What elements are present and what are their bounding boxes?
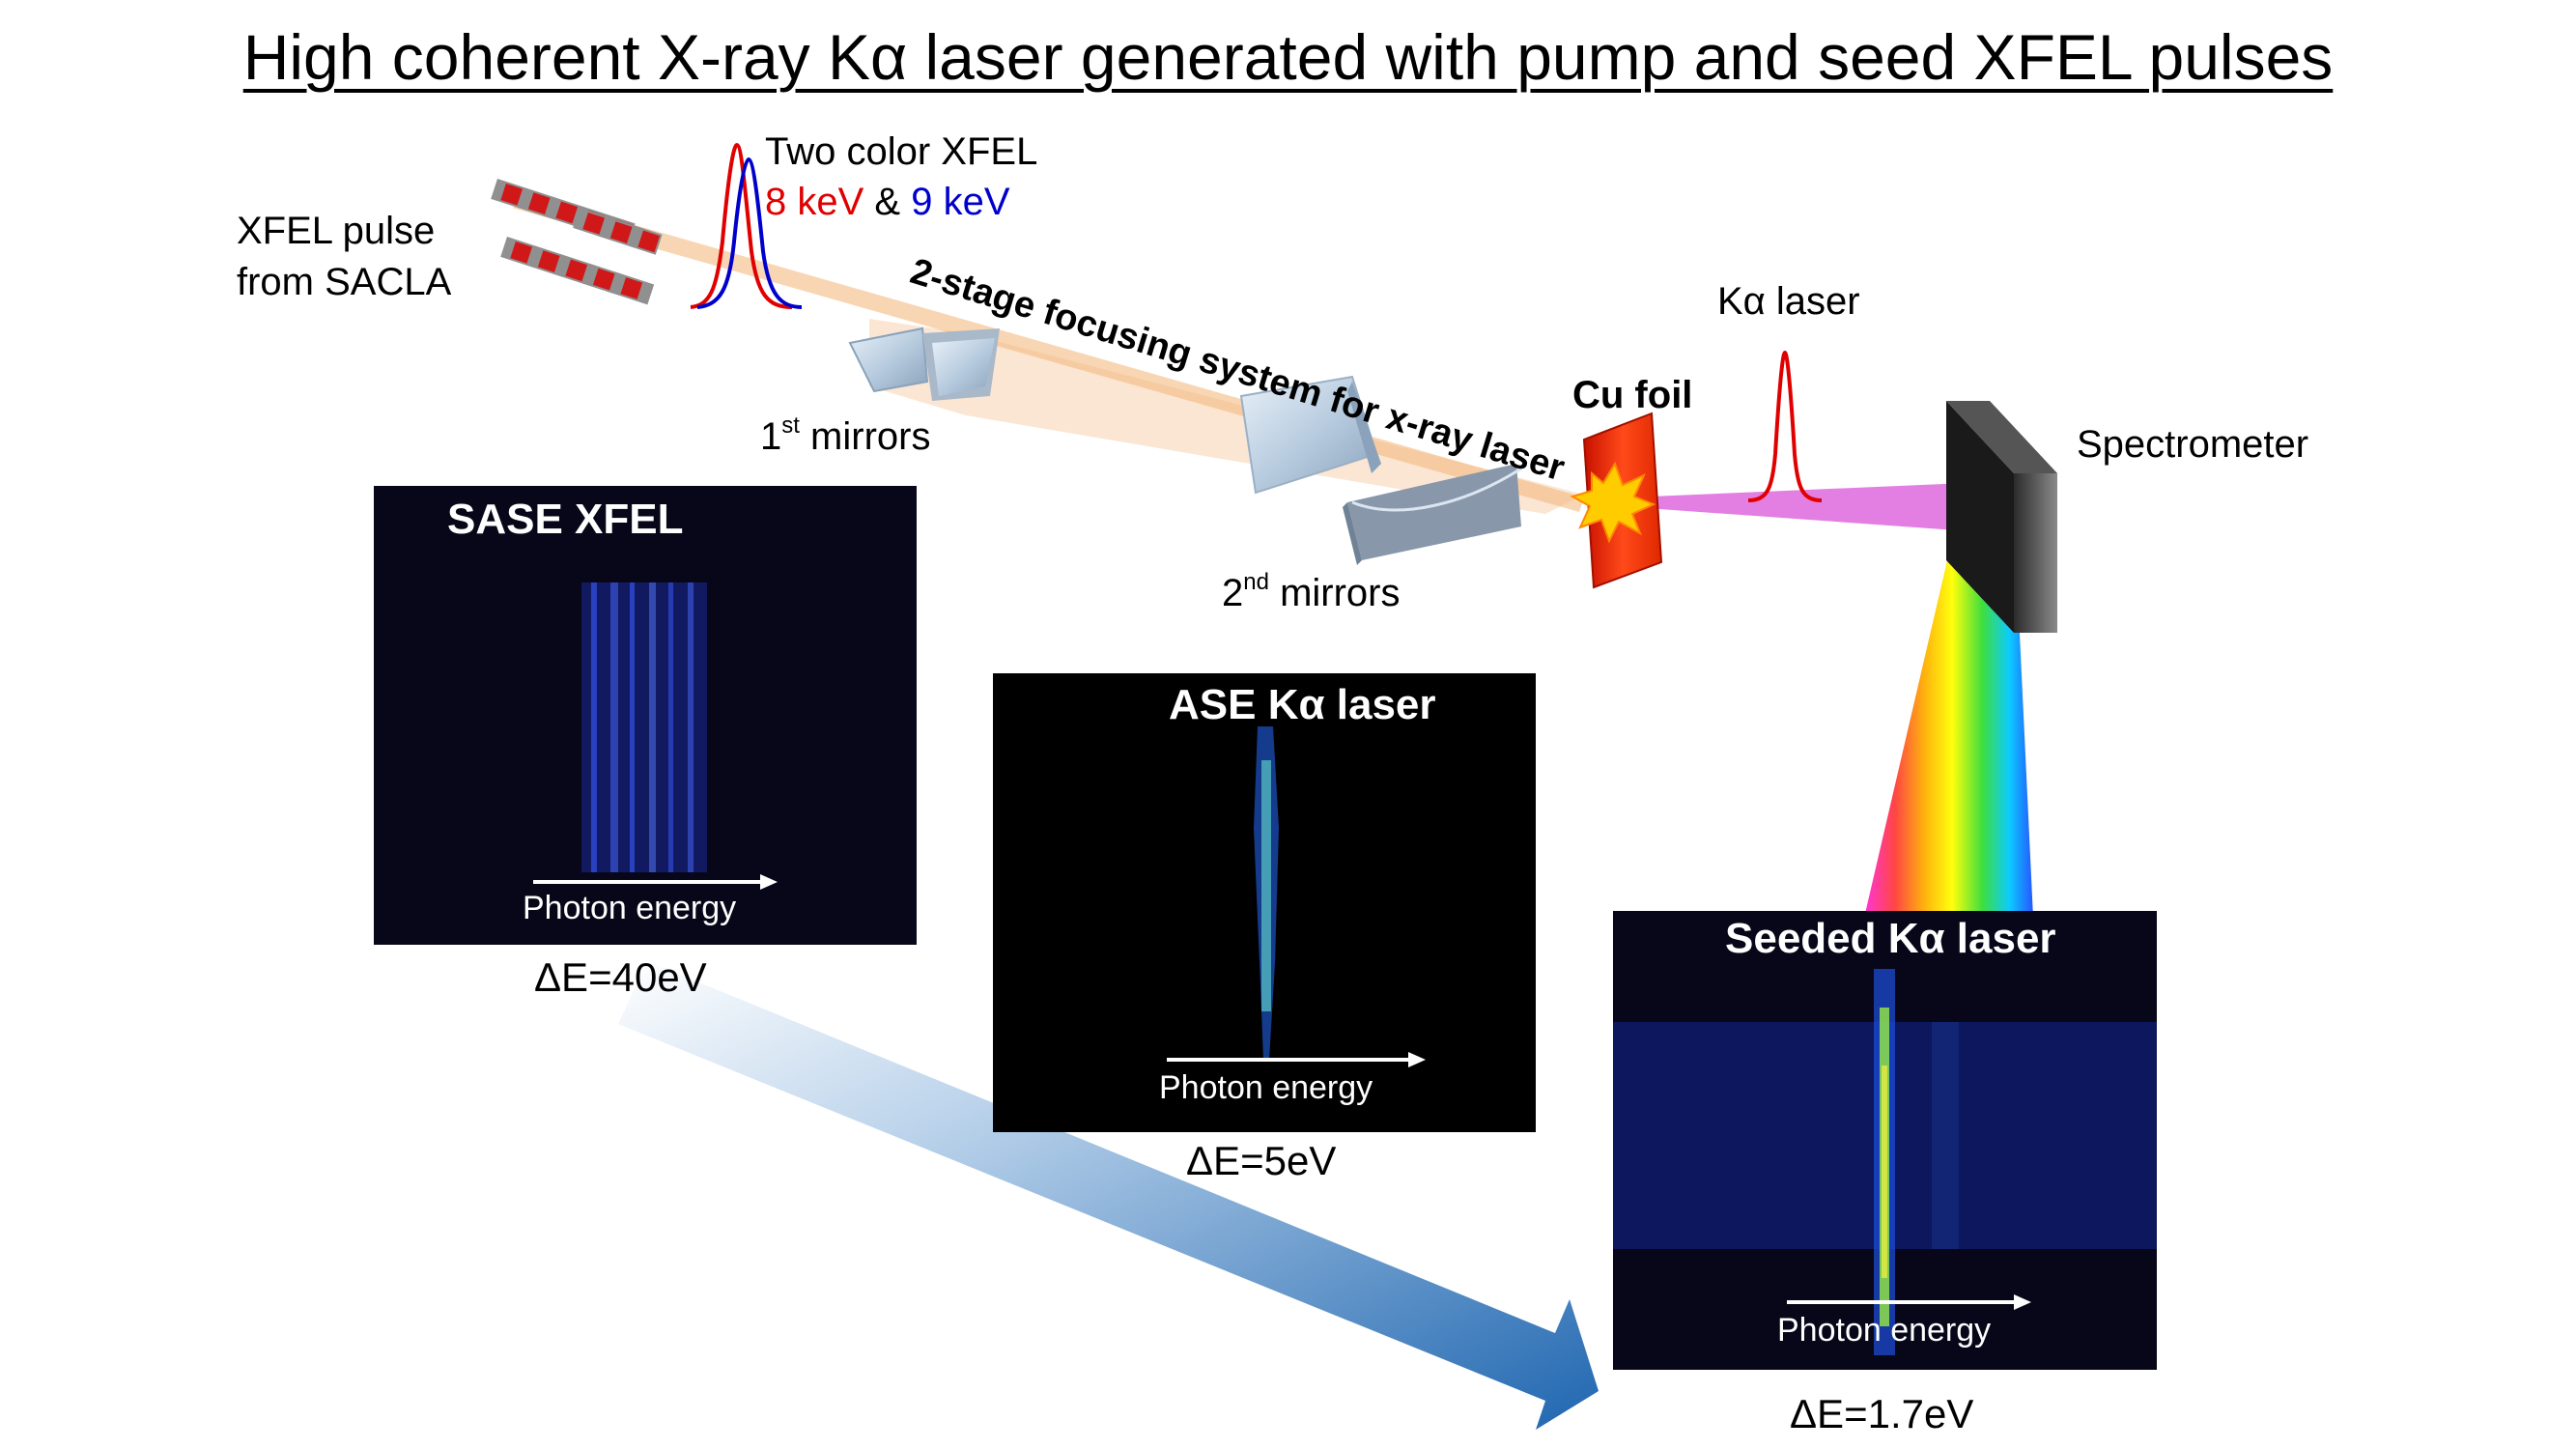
spectrometer-label: Spectrometer — [2077, 423, 2309, 466]
seeded-spectrum-image — [1613, 911, 2157, 1370]
ka-laser-label: Kα laser — [1717, 280, 1860, 323]
spectrometer — [1946, 401, 2057, 633]
xfel-pulse-label-line1: XFEL pulse — [237, 210, 436, 252]
big-improvement-arrow — [618, 961, 1599, 1430]
sase-photon-energy-label: Photon energy — [523, 890, 737, 926]
ase-photon-energy-label: Photon energy — [1159, 1069, 1373, 1106]
page-title: High coherent X-ray Kα laser generated w… — [242, 21, 2334, 93]
xfel-pulse-label-line2: from SACLA — [237, 261, 452, 303]
cu-foil — [1570, 412, 1663, 589]
explosion-icon — [1570, 461, 1656, 544]
sase-delta-e: ΔE=40eV — [534, 954, 707, 1000]
kev8-label: 8 keV — [765, 181, 864, 223]
two-color-label: Two color XFEL — [765, 130, 1038, 173]
amp-label: & — [874, 181, 901, 223]
second-mirrors-label: 2nd mirrors — [1222, 569, 1401, 614]
seeded-delta-e: ΔE=1.7eV — [1790, 1391, 1974, 1436]
ka-laser-pulse-icon — [1747, 350, 1823, 502]
seeded-ka-panel: Seeded Kα laser Photon energy — [1613, 911, 2157, 1370]
xfel-beam-glow — [869, 319, 1584, 514]
ka-laser-beam — [1628, 483, 1970, 531]
ase-ka-title: ASE Kα laser — [1169, 681, 1436, 728]
cu-foil-label: Cu foil — [1572, 374, 1693, 416]
first-mirrors-label: 1st mirrors — [760, 412, 931, 458]
ase-spectrum-image — [993, 673, 1536, 1132]
kev9-label: 9 keV — [911, 181, 1010, 223]
undulator-icon — [491, 179, 663, 305]
seeded-ka-title: Seeded Kα laser — [1725, 915, 2056, 962]
second-mirrors — [1239, 375, 1522, 565]
seeded-photon-energy-label: Photon energy — [1777, 1312, 1992, 1349]
two-color-pulse-icon — [690, 142, 803, 309]
first-mirrors — [848, 327, 1000, 401]
ase-delta-e: ΔE=5eV — [1186, 1138, 1337, 1183]
sase-spectrum-image — [374, 486, 917, 945]
sase-xfel-title: SASE XFEL — [447, 496, 684, 543]
sase-xfel-panel: SASE XFEL Photon energy — [374, 486, 917, 945]
ase-ka-panel: ASE Kα laser Photon energy — [993, 673, 1536, 1132]
pulse-energies-label: 8 keV & 9 keV — [765, 179, 1010, 225]
